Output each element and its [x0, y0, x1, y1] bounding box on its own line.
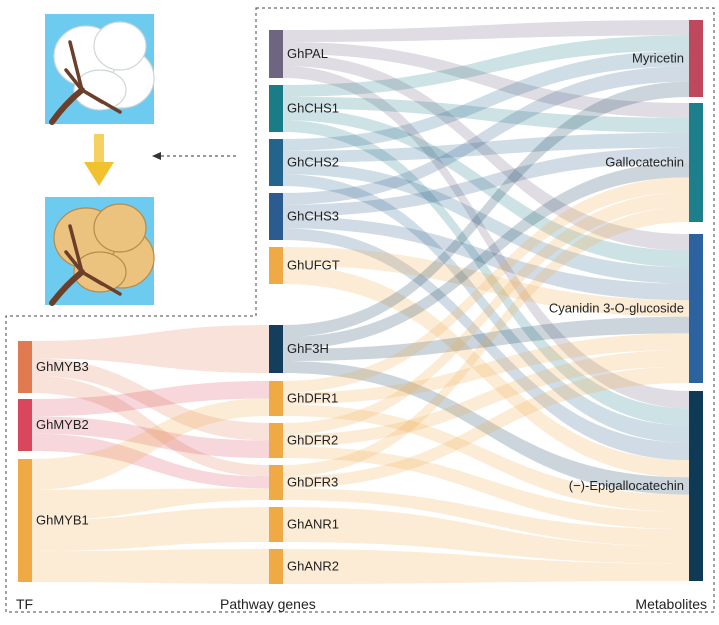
node-ghmyb2[interactable]: [18, 399, 32, 451]
label-ghchs1: GhCHS1: [287, 101, 339, 116]
link-ghpal-to-cyanidin: [283, 54, 689, 251]
link-ghmyb3-to-ghf3h: [32, 325, 269, 373]
label-ghpal: GhPAL: [287, 46, 328, 61]
node-gallocatechin[interactable]: [689, 103, 703, 222]
link-ghdfr1-to-cyanidin: [283, 333, 689, 405]
node-cyanidin[interactable]: [689, 234, 703, 383]
down-arrow-icon: [84, 134, 114, 186]
link-ghdfr3-to-cyanidin: [283, 366, 689, 489]
link-ghchs3-to-cyanidin: [283, 216, 689, 301]
link-ghmyb1-to-ghdfr3: [32, 488, 269, 521]
label-ghmyb3: GhMYB3: [36, 359, 89, 374]
label-ghdfr2: GhDFR2: [287, 433, 338, 448]
link-ghanr1-to-epigallocatechin: [283, 507, 689, 564]
link-ghdfr2-to-epigallocatechin: [283, 446, 689, 530]
link-ghchs2-to-epigallocatechin: [283, 174, 689, 443]
link-ghmyb2-to-ghdfr1: [32, 381, 269, 417]
node-ghchs2[interactable]: [269, 139, 283, 186]
node-ghdfr1[interactable]: [269, 381, 283, 416]
node-epigallocatechin[interactable]: [689, 391, 703, 581]
link-ghchs1-to-gallocatechin: [283, 96, 689, 133]
link-ghchs3-to-gallocatechin: [283, 147, 689, 217]
node-ghchs3[interactable]: [269, 193, 283, 240]
label-ghdfr3: GhDFR3: [287, 475, 338, 490]
link-ghdfr3-to-gallocatechin: [283, 207, 689, 477]
node-ghdfr3[interactable]: [269, 465, 283, 500]
column-label-metabolites: Metabolites: [635, 596, 707, 612]
link-ghchs1-to-myricetin: [283, 35, 689, 97]
link-ghf3h-to-epigallocatechin: [283, 361, 689, 495]
link-ghpal-to-epigallocatechin: [283, 66, 689, 409]
link-ghmyb3-to-ghdfr3: [32, 375, 269, 477]
link-ghchs2-to-cyanidin: [283, 162, 689, 284]
link-ghmyb1-to-ghanr1: [32, 507, 269, 552]
node-ghufgt[interactable]: [269, 247, 283, 284]
label-ghanr1: GhANR1: [287, 517, 339, 532]
link-ghf3h-to-gallocatechin: [283, 162, 689, 349]
node-ghmyb1[interactable]: [18, 459, 32, 582]
column-label-pathway-genes: Pathway genes: [220, 596, 316, 612]
link-ghchs3-to-myricetin: [283, 66, 689, 205]
label-gallocatechin: Gallocatechin: [605, 155, 684, 170]
node-ghdfr2[interactable]: [269, 423, 283, 458]
label-ghdfr1: GhDFR1: [287, 391, 338, 406]
node-myricetin[interactable]: [689, 20, 703, 97]
link-ghdfr1-to-epigallocatechin: [283, 404, 689, 512]
node-ghf3h[interactable]: [269, 325, 283, 373]
label-cyanidin: Cyanidin 3-O-glucoside: [549, 301, 684, 316]
link-ghdfr1-to-gallocatechin: [283, 177, 689, 393]
link-ghf3h-to-cyanidin: [283, 316, 689, 361]
link-ghmyb3-to-ghdfr2: [32, 358, 269, 441]
node-ghchs1[interactable]: [269, 85, 283, 132]
link-ghchs2-to-myricetin: [283, 50, 689, 151]
link-ghchs3-to-epigallocatechin: [283, 228, 689, 461]
link-ghmyb2-to-ghdfr2: [32, 416, 269, 458]
node-ghanr2[interactable]: [269, 549, 283, 584]
link-ghpal-to-myricetin: [283, 20, 689, 42]
link-ghchs1-to-cyanidin: [283, 108, 689, 268]
link-ghmyb2-to-ghdfr3: [32, 433, 269, 489]
link-ghf3h-to-myricetin: [283, 81, 689, 337]
link-ghufgt-to-cyanidin: [283, 247, 689, 317]
label-ghf3h: GhF3H: [287, 341, 329, 356]
link-ghchs2-to-gallocatechin: [283, 132, 689, 163]
label-ghmyb2: GhMYB2: [36, 417, 89, 432]
label-ghchs3: GhCHS3: [287, 209, 339, 224]
link-ghmyb1-to-ghanr2: [32, 549, 269, 584]
label-ghufgt: GhUFGT: [287, 258, 340, 273]
link-ghdfr2-to-cyanidin: [283, 349, 689, 447]
label-myricetin: Myricetin: [632, 51, 684, 66]
link-ghpal-to-gallocatechin: [283, 42, 689, 118]
dashed-frame: [5, 7, 715, 613]
brown-cotton-boll-image: [45, 197, 155, 306]
sankey-nodes: [18, 20, 703, 584]
node-ghpal[interactable]: [269, 30, 283, 78]
node-ghanr1[interactable]: [269, 507, 283, 542]
column-label-tf: TF: [16, 596, 33, 612]
label-ghanr2: GhANR2: [287, 559, 339, 574]
link-ghmyb1-to-ghdfr1: [32, 398, 269, 490]
link-ghdfr2-to-gallocatechin: [283, 192, 689, 435]
label-epigallocatechin: (−)-Epigallocatechin: [569, 478, 684, 493]
link-ghufgt-to-epigallocatechin: [283, 265, 689, 478]
link-ghdfr3-to-epigallocatechin: [283, 488, 689, 547]
dotted-left-arrow-icon: [152, 152, 236, 160]
label-ghchs2: GhCHS2: [287, 155, 339, 170]
white-cotton-boll-image: [45, 14, 155, 125]
link-ghanr2-to-epigallocatechin: [283, 549, 689, 584]
node-ghmyb3[interactable]: [18, 341, 32, 393]
link-ghchs1-to-epigallocatechin: [283, 120, 689, 426]
sankey-links: [32, 20, 689, 584]
label-ghmyb1: GhMYB1: [36, 513, 89, 528]
